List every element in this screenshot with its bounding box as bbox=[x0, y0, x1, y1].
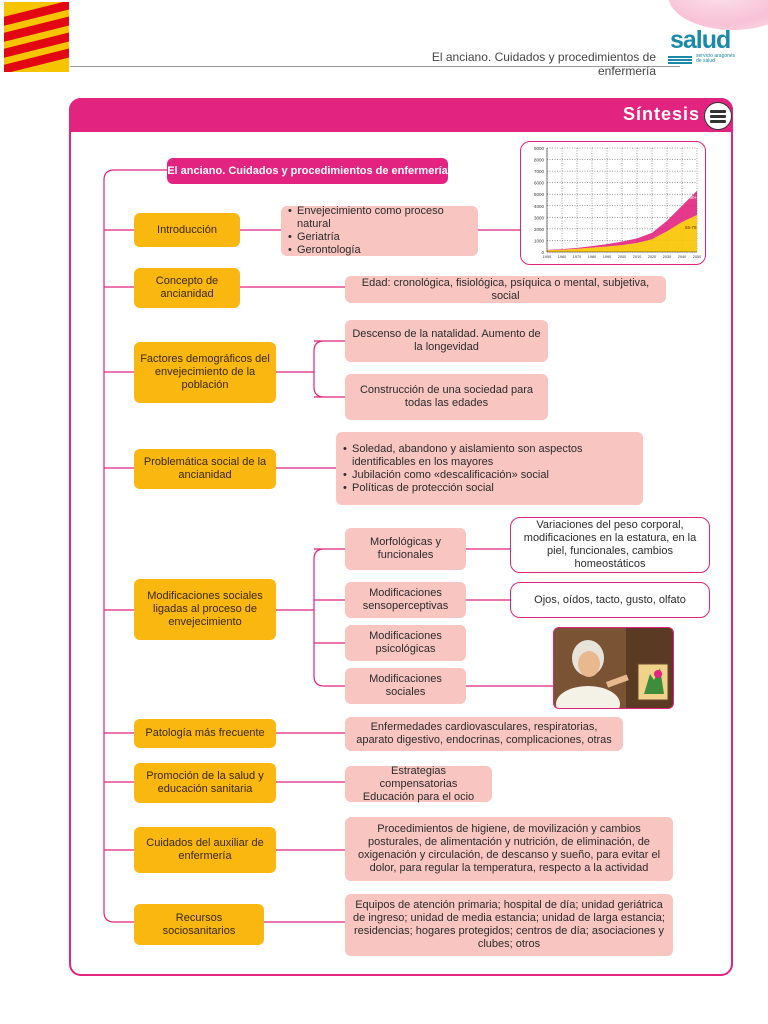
promocion-line: Estrategias compensatorias bbox=[379, 764, 458, 790]
chart-xtick-label: 1950 bbox=[543, 255, 551, 259]
category-concepto: Concepto de ancianidad bbox=[134, 268, 240, 308]
chart-ytick-label: 2000 bbox=[534, 227, 545, 232]
section-title: Síntesis bbox=[622, 104, 700, 124]
category-recursos: Recursos sociosanitarios bbox=[134, 904, 264, 945]
recursos-detail: Equipos de atención primaria; hospital d… bbox=[345, 894, 673, 956]
header-rule bbox=[70, 66, 680, 67]
category-promocion: Promoción de la salud y educación sanita… bbox=[134, 763, 276, 803]
chart-area-65-79 bbox=[547, 215, 697, 252]
photo-illustration bbox=[554, 628, 673, 708]
introduccion-detail: Envejecimiento como proceso natural Geri… bbox=[281, 205, 478, 257]
category-introduccion: Introducción bbox=[134, 213, 240, 247]
list-item: Gerontología bbox=[288, 244, 472, 257]
speech-bubble-icon bbox=[704, 102, 732, 130]
chart-xtick-label: 2020 bbox=[648, 255, 656, 259]
chart-ytick-label: 7000 bbox=[534, 169, 545, 174]
mod-morfologicas: Morfológicas y funcionales bbox=[345, 528, 466, 570]
map-title: El anciano. Cuidados y procedimientos de… bbox=[167, 158, 448, 184]
mod-morfologicas-detail: Variaciones del peso corporal, modificac… bbox=[510, 517, 710, 573]
chart-ytick-label: 8000 bbox=[534, 158, 545, 163]
list-item: Políticas de protección social bbox=[343, 482, 637, 495]
concepto-detail: Edad: cronológica, fisiológica, psíquica… bbox=[345, 276, 666, 303]
list-item: Envejecimiento como proceso natural bbox=[288, 205, 472, 231]
chart-xtick-label: 2000 bbox=[618, 255, 626, 259]
chart-svg: 0 1000 2000 3000 4000 5000 6000 7000 8000 9000 195… bbox=[534, 146, 701, 259]
aragon-flag-logo bbox=[4, 2, 69, 72]
salud-logo-sub: servicio aragonés de salud bbox=[696, 53, 736, 64]
factores-detail-1: Descenso de la natalidad. Aumento de la … bbox=[345, 320, 548, 362]
chart-ytick-label: 3000 bbox=[534, 215, 545, 220]
chart-xtick-label: 1980 bbox=[588, 255, 596, 259]
chart-ytick-label: 9000 bbox=[534, 146, 545, 151]
category-factores: Factores demográficos del envejecimiento… bbox=[134, 342, 276, 403]
chart-xtick-label: 1960 bbox=[558, 255, 566, 259]
population-chart: 0 1000 2000 3000 4000 5000 6000 7000 8000 9000 195… bbox=[520, 141, 706, 265]
chart-series-label: 80+ bbox=[690, 195, 698, 200]
mod-sensoperceptivas-detail: Ojos, oídos, tacto, gusto, olfato bbox=[510, 582, 710, 618]
salud-logo: salud servicio aragonés de salud bbox=[668, 26, 738, 68]
chart-xtick-label: 2030 bbox=[663, 255, 671, 259]
chart-series-label: 65-79 bbox=[685, 225, 697, 230]
synthesis-header-bar bbox=[69, 98, 733, 132]
chart-xtick-label: 2010 bbox=[633, 255, 641, 259]
category-modificaciones: Modificaciones sociales ligadas al proce… bbox=[134, 579, 276, 640]
salud-logo-bars bbox=[668, 56, 692, 65]
category-patologia: Patología más frecuente bbox=[134, 719, 276, 748]
mod-psicologicas: Modificaciones psicológicas bbox=[345, 625, 466, 661]
promocion-detail: Estrategias compensatorias Educación par… bbox=[345, 764, 492, 803]
chart-xtick-label: 2040 bbox=[678, 255, 686, 259]
chart-xtick-label: 2050 bbox=[693, 255, 701, 259]
header-title: El anciano. Cuidados y procedimientos de… bbox=[431, 50, 656, 78]
chart-xtick-label: 1990 bbox=[603, 255, 611, 259]
list-item: Geriatría bbox=[288, 231, 472, 244]
chart-ytick-label: 6000 bbox=[534, 181, 545, 186]
category-cuidados: Cuidados del auxiliar de enfermería bbox=[134, 827, 276, 873]
list-item: Jubilación como «descalificación» social bbox=[343, 469, 637, 482]
chart-xtick-label: 1970 bbox=[573, 255, 581, 259]
cuidados-detail: Procedimientos de higiene, de movilizaci… bbox=[345, 817, 673, 881]
mod-sensoperceptivas: Modificaciones sensoperceptivas bbox=[345, 582, 466, 618]
chart-ytick-label: 1000 bbox=[534, 238, 545, 243]
chart-ytick-label: 4000 bbox=[534, 204, 545, 209]
problematica-detail: Soledad, abandono y aislamiento son aspe… bbox=[336, 432, 643, 505]
mod-sociales: Modificaciones sociales bbox=[345, 668, 466, 704]
factores-detail-2: Construcción de una sociedad para todas … bbox=[345, 374, 548, 420]
promocion-line: Educación para el ocio bbox=[362, 790, 475, 803]
salud-logo-word: salud bbox=[670, 26, 731, 54]
category-problematica: Problemática social de la ancianidad bbox=[134, 449, 276, 489]
patologia-detail: Enfermedades cardiovasculares, respirato… bbox=[345, 717, 623, 751]
chart-ytick-label: 5000 bbox=[534, 192, 545, 197]
chart-ytick-label: 0 bbox=[541, 250, 544, 255]
list-item: Soledad, abandono y aislamiento son aspe… bbox=[343, 443, 637, 469]
elderly-woman-painting-photo bbox=[553, 627, 674, 709]
